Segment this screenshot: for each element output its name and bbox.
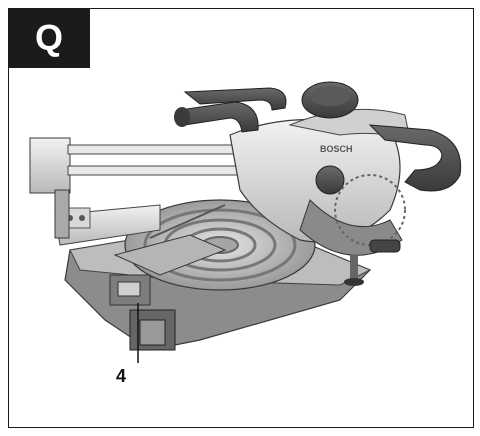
brand-logo-text: BOSCH (320, 144, 353, 154)
sliding-rails (29, 137, 244, 239)
figure-letter-tab: Q (8, 8, 90, 68)
dust-port (174, 101, 259, 133)
miter-saw-illustration: BOSCH (29, 81, 462, 363)
operating-handle (368, 124, 462, 192)
front-foot (129, 309, 176, 351)
bevel-knob (344, 239, 401, 286)
carry-handle (183, 87, 287, 111)
callout-label-4: 4 (116, 366, 127, 386)
figure-letter: Q (34, 17, 63, 58)
motor-housing (301, 81, 359, 119)
front-extension-arm (109, 204, 227, 306)
